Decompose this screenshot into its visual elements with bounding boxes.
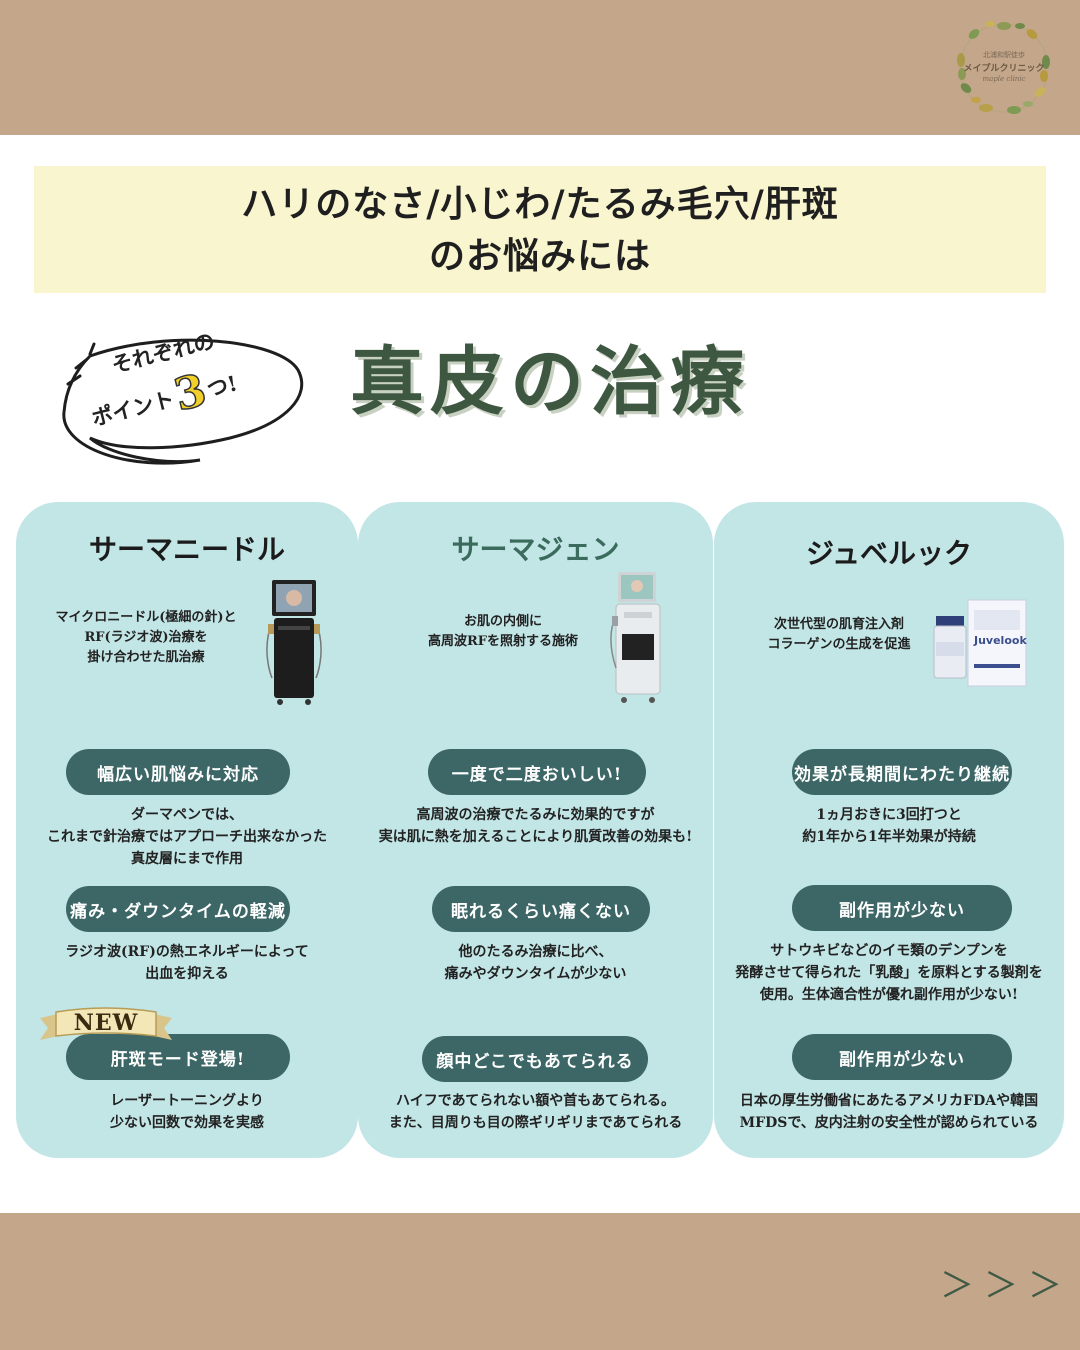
leaf-wreath-icon [957,21,1050,114]
point-pill: 顔中どこでもあてられる [422,1036,648,1082]
logo-small-text: 北浦和駅徒歩 [983,51,1025,59]
intro-line: 掛け合わせた肌治療 [87,650,205,665]
bubble-suffix: つ! [204,370,240,402]
new-badge: NEW [36,1006,176,1046]
desc-line: また、目周りも目の際ギリギリまであてられる [388,1115,683,1131]
juvelook-product-icon [933,599,1027,687]
desc-line: ハイフであてられない額や首もあてられる。 [395,1093,676,1109]
desc-line: 痛みやダウンタイムが少ない [444,966,627,982]
point-desc: ハイフであてられない額や首もあてられる。 また、目周りも目の際ギリギリまであてら… [358,1090,713,1134]
thermaneedle-device-icon [266,580,322,705]
point-pill: 幅広い肌悩みに対応 [66,749,290,795]
bottom-band [0,1213,1080,1350]
main-title: 真皮の治療 [350,339,750,425]
desc-line: 出血を抑える [145,966,229,982]
intro-line: マイクロニードル(極細の針)と [55,610,237,625]
point-pill: 一度で二度おいしい! [428,749,646,795]
point-desc: 高周波の治療でたるみに効果的ですが 実は肌に熱を加えることにより肌質改善の効果も… [358,804,713,848]
point-pill: 肝斑モード登場! [66,1034,290,1080]
new-badge-text: NEW [73,1010,139,1036]
point-desc: ダーマペンでは、 これまで針治療ではアプローチ出来なかった 真皮層にまで作用 [16,804,358,870]
point-pill: 効果が長期間にわたり継続 [792,749,1012,795]
point-pill: 副作用が少ない [792,1034,1012,1080]
headline-line2: のお悩みには [428,234,651,277]
intro-line: 高周波RFを照射する施術 [427,634,579,649]
point-desc: サトウキビなどのイモ類のデンプンを 発酵させて得られた「乳酸」を原料とする製剤を… [714,940,1064,1006]
intro-line: コラーゲンの生成を促進 [767,637,911,652]
intro-line: お肌の内側に [463,614,542,629]
next-page-arrows[interactable]: ＞＞＞ [940,1266,1072,1306]
point-pill: 副作用が少ない [792,885,1012,931]
desc-line: 実は肌に熱を加えることにより肌質改善の効果も! [378,829,693,845]
card-thermaneedle: サーマニードル マイクロニードル(極細の針)と RF(ラジオ波)治療を 掛け合わ… [16,502,358,1158]
card-intro: お肌の内側に 高周波RFを照射する施術 [398,612,608,652]
card-title: サーマジェン [451,533,620,566]
desc-line: これまで針治療ではアプローチ出来なかった [47,829,327,845]
ribbon-icon [40,1007,172,1040]
headline-line1: ハリのなさ/小じわ/たるみ毛穴/肝斑 [241,182,839,225]
card-title: ジュベルック [805,537,973,570]
desc-line: 日本の厚生労働省にあたるアメリカFDAや韓国 [739,1093,1039,1109]
bubble-point-label: ポイント [89,386,177,431]
desc-line: サトウキビなどのイモ類のデンプンを [770,943,1008,959]
desc-line: 真皮層にまで作用 [131,851,243,867]
intro-line: RF(ラジオ波)治療を [84,630,208,645]
desc-line: 発酵させて得られた「乳酸」を原料とする製剤を [735,965,1043,981]
point-pill: 眠れるくらい痛くない [432,886,650,932]
desc-line: 少ない回数で効果を実感 [110,1115,264,1131]
desc-line: レーザートーニングより [110,1093,264,1109]
desc-line: 使用。生体適合性が優れ副作用が少ない! [759,987,1019,1003]
headline-box: ハリのなさ/小じわ/たるみ毛穴/肝斑 のお悩みには [34,166,1046,293]
logo-sub: maple clinic [982,75,1026,83]
thermagen-device-icon [610,572,661,703]
desc-line: 1ヵ月おきに3回打つと [816,807,962,823]
logo-name: メイプルクリニック [963,64,1045,74]
desc-line: 他のたるみ治療に比べ、 [458,944,613,960]
card-intro: 次世代型の肌育注入剤 コラーゲンの生成を促進 [744,615,934,655]
card-thermagen: サーマジェン お肌の内側に 高周波RFを照射する施術 一度で二度おいしい! 高周… [358,502,713,1158]
desc-line: 高周波の治療でたるみに効果的ですが [416,807,655,823]
point-pill: 痛み・ダウンタイムの軽減 [66,886,290,932]
product-label: Juvelook [974,634,1027,647]
card-title: サーマニードル [88,533,285,566]
point-desc: レーザートーニングより 少ない回数で効果を実感 [16,1090,358,1134]
intro-line: 次世代型の肌育注入剤 [773,617,904,632]
speech-bubble-icon [62,338,304,465]
desc-line: MFDSで、皮内注射の安全性が認められている [739,1115,1039,1131]
point-desc: 他のたるみ治療に比べ、 痛みやダウンタイムが少ない [358,941,713,985]
point-desc: 1ヵ月おきに3回打つと 約1年から1年半効果が持続 [714,804,1064,848]
bubble-number: 3 [169,364,213,422]
top-band [0,0,1080,135]
desc-line: ダーマペンでは、 [131,807,243,823]
card-intro: マイクロニードル(極細の針)と RF(ラジオ波)治療を 掛け合わせた肌治療 [36,608,256,668]
point-desc: ラジオ波(RF)の熱エネルギーによって 出血を抑える [16,941,358,985]
desc-line: 約1年から1年半効果が持続 [802,829,976,845]
point-desc: 日本の厚生労働省にあたるアメリカFDAや韓国 MFDSで、皮内注射の安全性が認め… [714,1090,1064,1134]
desc-line: ラジオ波(RF)の熱エネルギーによって [65,944,309,960]
clinic-logo[interactable]: 北浦和駅徒歩 メイプルクリニック maple clinic [952,18,1056,118]
card-juvelook: ジュベルック 次世代型の肌育注入剤 コラーゲンの生成を促進 Juvelook 効… [714,502,1064,1158]
